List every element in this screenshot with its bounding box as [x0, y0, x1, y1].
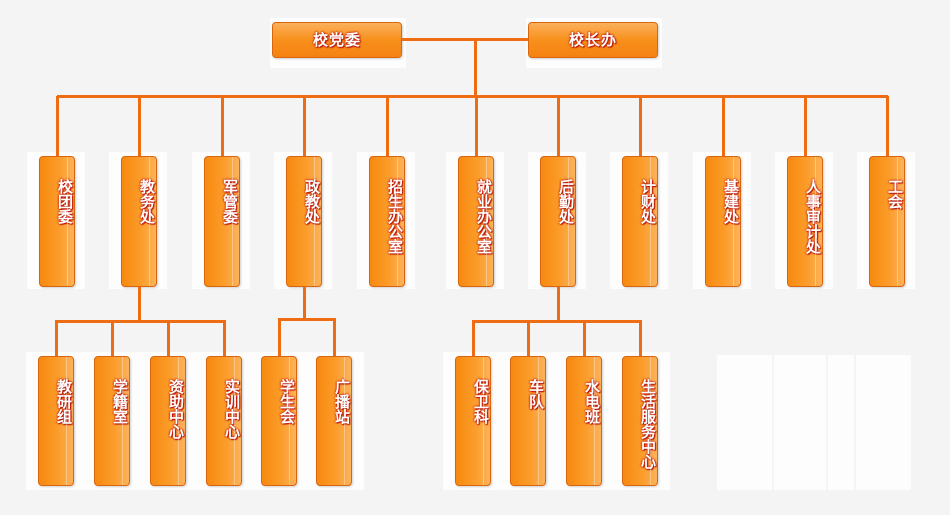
connector-line — [303, 96, 306, 156]
unit-label: 校长办 — [568, 31, 617, 49]
subunit-box-financial-aid[interactable]: 资助中心 — [150, 356, 186, 486]
department-label: 政教处 — [303, 179, 321, 224]
department-label: 计财处 — [639, 179, 657, 224]
department-label: 军管委 — [221, 179, 239, 224]
subunit-label: 水电班 — [583, 379, 601, 424]
connector-line — [55, 320, 58, 356]
subunit-label: 资助中心 — [167, 379, 185, 439]
subunit-box-security-section[interactable]: 保卫科 — [455, 356, 491, 486]
department-label: 教务处 — [138, 179, 156, 224]
unit-label: 校党委 — [312, 31, 361, 49]
department-box-employment-office[interactable]: 就业办公室 — [458, 156, 494, 287]
placeholder-panel — [828, 355, 854, 490]
connector-line — [57, 95, 888, 98]
department-label: 人事审计处 — [804, 179, 822, 254]
connector-line — [55, 320, 226, 323]
subunit-label: 教研组 — [55, 379, 73, 424]
connector-line — [402, 38, 528, 41]
connector-line — [333, 318, 336, 356]
subunit-box-motor-pool[interactable]: 车队 — [510, 356, 546, 486]
department-box-youth-league[interactable]: 校团委 — [39, 156, 75, 287]
department-box-labor-union[interactable]: 工会 — [869, 156, 905, 287]
connector-line — [278, 318, 336, 321]
connector-line — [472, 320, 475, 356]
connector-line — [474, 38, 477, 97]
department-label: 招生办公室 — [386, 179, 404, 254]
department-box-academic-affairs[interactable]: 教务处 — [121, 156, 157, 287]
department-box-political-education[interactable]: 政教处 — [286, 156, 322, 287]
subunit-box-training-center[interactable]: 实训中心 — [206, 356, 242, 486]
subunit-label: 学生会 — [278, 379, 296, 424]
unit-box-principal-office[interactable]: 校长办 — [528, 22, 658, 58]
subunit-box-utilities-team[interactable]: 水电班 — [566, 356, 602, 486]
connector-line — [223, 320, 226, 356]
department-box-finance-office[interactable]: 计财处 — [622, 156, 658, 287]
connector-line — [472, 320, 642, 323]
department-box-logistics[interactable]: 后勤处 — [540, 156, 576, 287]
subunit-label: 生活服务中心 — [639, 379, 657, 469]
subunit-label: 实训中心 — [223, 379, 241, 439]
connector-line — [278, 318, 281, 356]
subunit-box-teaching-research[interactable]: 教研组 — [38, 356, 74, 486]
department-box-personnel-audit[interactable]: 人事审计处 — [787, 156, 823, 287]
subunit-box-student-records[interactable]: 学籍室 — [94, 356, 130, 486]
subunit-label: 保卫科 — [472, 379, 490, 424]
department-label: 基建处 — [722, 179, 740, 224]
department-box-military-management[interactable]: 军管委 — [204, 156, 240, 287]
connector-line — [886, 96, 889, 156]
connector-line — [557, 287, 560, 320]
connector-line — [167, 320, 170, 356]
placeholder-panel — [717, 355, 772, 490]
connector-line — [303, 287, 306, 318]
connector-line — [475, 96, 478, 156]
unit-box-party-committee[interactable]: 校党委 — [272, 22, 402, 58]
department-box-construction-office[interactable]: 基建处 — [705, 156, 741, 287]
connector-line — [583, 320, 586, 356]
connector-line — [722, 96, 725, 156]
department-label: 后勤处 — [557, 179, 575, 224]
connector-line — [221, 96, 224, 156]
subunit-label: 车队 — [527, 379, 545, 409]
placeholder-panel — [774, 355, 826, 490]
connector-line — [386, 96, 389, 156]
subunit-label: 广播站 — [333, 379, 351, 424]
connector-line — [111, 320, 114, 356]
department-label: 校团委 — [56, 179, 74, 224]
connector-line — [557, 96, 560, 156]
connector-line — [56, 96, 59, 156]
department-label: 工会 — [886, 179, 904, 209]
connector-line — [138, 287, 141, 320]
placeholder-panel — [856, 355, 911, 490]
department-label: 就业办公室 — [475, 179, 493, 254]
subunit-label: 学籍室 — [111, 379, 129, 424]
connector-line — [138, 96, 141, 156]
subunit-box-life-services-center[interactable]: 生活服务中心 — [622, 356, 658, 486]
connector-line — [527, 320, 530, 356]
subunit-box-student-union[interactable]: 学生会 — [261, 356, 297, 486]
connector-line — [639, 320, 642, 356]
connector-line — [804, 96, 807, 156]
department-box-admissions-office[interactable]: 招生办公室 — [369, 156, 405, 287]
subunit-box-broadcast-station[interactable]: 广播站 — [316, 356, 352, 486]
connector-line — [639, 96, 642, 156]
